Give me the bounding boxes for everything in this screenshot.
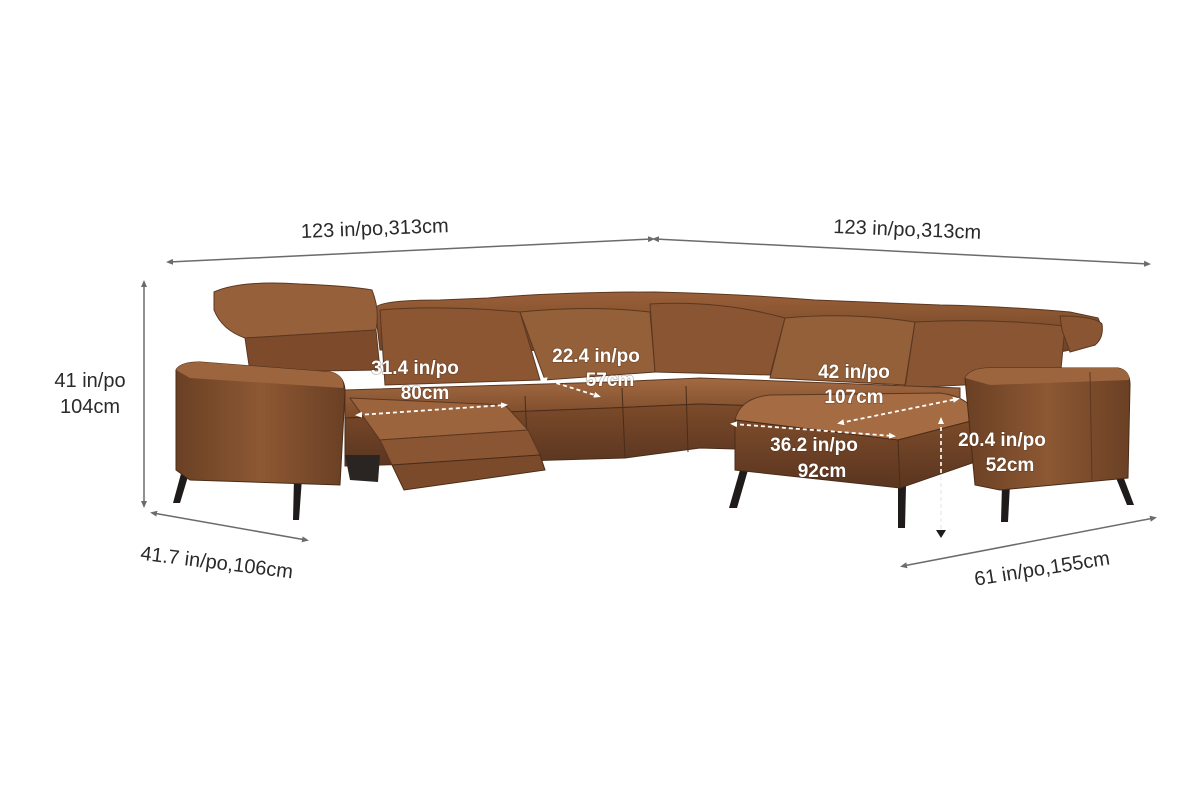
chaise-width-label-in: 36.2 in/po — [770, 435, 858, 456]
right-armrest — [964, 367, 1131, 491]
recliner-depth-label-cm: 80cm — [401, 383, 450, 404]
left-width-label: 123 in/po,313cm — [300, 215, 449, 243]
right-headrest — [1059, 315, 1103, 353]
right-width-line — [652, 236, 1151, 267]
left-armrest — [175, 361, 346, 486]
chaise-seat-length-line — [837, 396, 960, 426]
height-label-in: 41 in/po — [54, 370, 125, 392]
seat-height-label-in: 20.4 in/po — [958, 430, 1046, 451]
chaise-length-label: 61 in/po,155cm — [973, 548, 1112, 591]
recliner-depth-label-in: 31.4 in/po — [371, 358, 459, 379]
seat-width-label-cm: 57cm — [586, 370, 635, 391]
inner-dimension-lines — [355, 377, 960, 439]
chaise-width-line — [730, 421, 896, 439]
sofa-illustration — [173, 282, 1134, 528]
depth-label: 41.7 in/po,106cm — [139, 543, 294, 584]
recliner-depth-line — [355, 402, 508, 418]
chaise-length-line — [900, 515, 1157, 569]
seat-width-label-in: 22.4 in/po — [552, 346, 640, 367]
height-label-cm: 104cm — [60, 396, 120, 418]
seat-height-arrowhead — [936, 530, 946, 538]
chaise-seat-length-label-cm: 107cm — [824, 387, 883, 408]
left-width-line — [166, 236, 655, 265]
seat-width-line — [540, 377, 601, 398]
outer-dimension-lines — [141, 236, 1157, 569]
right-width-label: 123 in/po,313cm — [833, 216, 982, 244]
left-headrest — [213, 282, 381, 373]
chaise-seat-length-label-in: 42 in/po — [818, 362, 890, 383]
depth-line — [150, 510, 309, 543]
chaise-width-label-cm: 92cm — [798, 461, 847, 482]
seat-height-label-cm: 52cm — [986, 455, 1035, 476]
